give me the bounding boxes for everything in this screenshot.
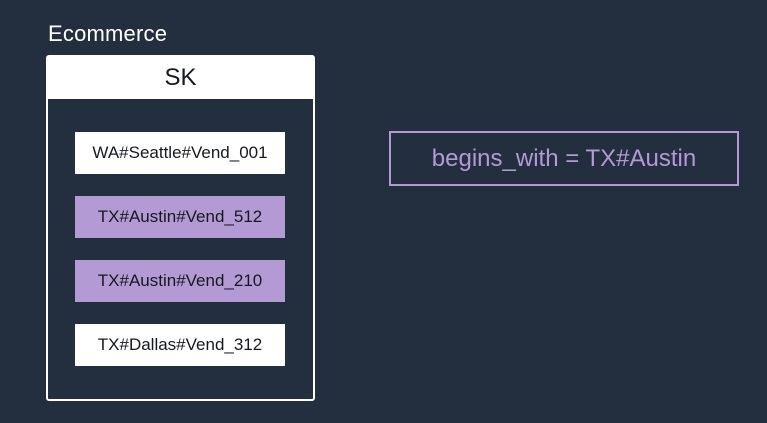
table-box: SK WA#Seattle#Vend_001 TX#Austin#Vend_51…: [46, 55, 315, 401]
sort-key-item: TX#Dallas#Vend_312: [75, 324, 285, 366]
table-title: Ecommerce: [48, 21, 168, 46]
query-condition-box: begins_with = TX#Austin: [389, 131, 739, 186]
sort-key-item-highlighted: TX#Austin#Vend_210: [75, 260, 285, 302]
sort-key-item: WA#Seattle#Vend_001: [75, 132, 285, 174]
sort-key-header: SK: [48, 57, 313, 99]
sort-key-item-highlighted: TX#Austin#Vend_512: [75, 196, 285, 238]
